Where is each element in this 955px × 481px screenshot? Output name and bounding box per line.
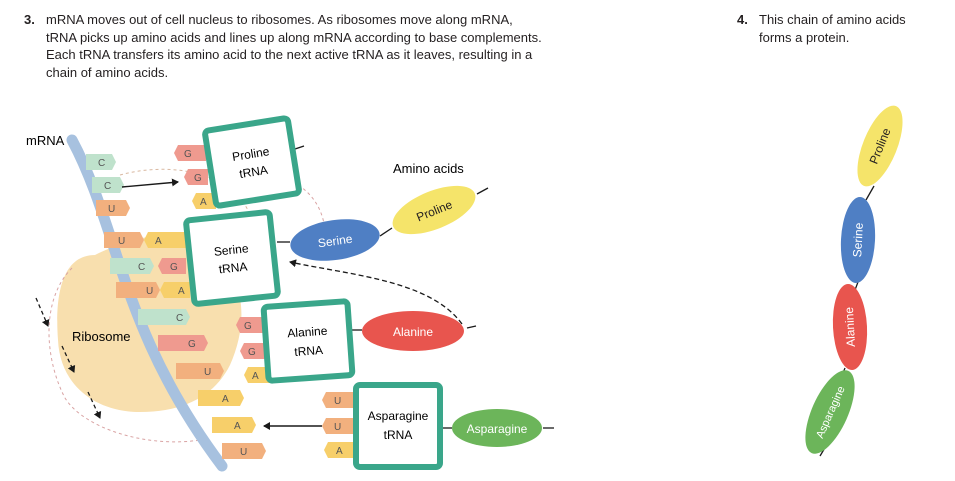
step-3-number: 3. bbox=[24, 12, 35, 27]
chain-serine: Serine bbox=[840, 197, 876, 283]
mrna-base: U bbox=[118, 236, 125, 247]
amino-acid-alanine-label: Alanine bbox=[393, 325, 433, 339]
trna-base: G bbox=[194, 173, 202, 184]
mrna-base: A bbox=[234, 421, 241, 432]
trna-base: A bbox=[252, 371, 259, 382]
mrna-base: C bbox=[176, 313, 183, 324]
trna-proline-name: Proline bbox=[231, 144, 270, 164]
mrna-base: C bbox=[104, 181, 111, 192]
amino-acid-alanine: Alanine bbox=[362, 311, 464, 351]
ribosome-label: Ribosome bbox=[72, 329, 131, 344]
trna-asparagine-label: tRNA bbox=[384, 428, 413, 442]
incoming-trna-arrow bbox=[121, 178, 179, 188]
mrna-base: C bbox=[138, 262, 145, 273]
trna-base: A bbox=[155, 236, 162, 247]
trna-bases: G G A A G A G G A U U A bbox=[144, 145, 354, 458]
chain-serine-label: Serine bbox=[850, 222, 866, 258]
trna-base: A bbox=[178, 286, 185, 297]
amino-acid-asparagine: Asparagine bbox=[452, 409, 542, 447]
trna-proline: Proline tRNA bbox=[202, 115, 302, 209]
trna-serine-label: tRNA bbox=[218, 259, 248, 276]
trna-alanine-name: Alanine bbox=[287, 324, 328, 341]
chain-asparagine: Asparagine bbox=[805, 370, 855, 454]
step-4-line-1: This chain of amino acids bbox=[759, 12, 906, 27]
mrna-base: U bbox=[204, 367, 211, 378]
mrna-base: U bbox=[146, 286, 153, 297]
trna-alanine: Alanine tRNA bbox=[260, 298, 356, 384]
amino-acid-serine-label: Serine bbox=[317, 232, 354, 251]
step-4-text: This chain of amino acids forms a protei… bbox=[759, 11, 949, 46]
step-3-line-2: tRNA picks up amino acids and lines up a… bbox=[46, 29, 542, 45]
trna-serine: Serine tRNA bbox=[183, 209, 281, 307]
trna-serine-name: Serine bbox=[213, 241, 249, 259]
trna-base: A bbox=[200, 197, 207, 208]
protein-chain: Proline Serine Alanine Asparagine bbox=[805, 105, 903, 457]
mrna-base: U bbox=[108, 204, 115, 215]
trna-alanine-label: tRNA bbox=[294, 343, 324, 359]
step-4-number: 4. bbox=[737, 12, 748, 27]
step-4-line-2: forms a protein. bbox=[759, 29, 850, 45]
trna-base: U bbox=[334, 422, 341, 433]
trna-asparagine: Asparagine tRNA bbox=[353, 382, 443, 470]
chain-alanine-label: Alanine bbox=[842, 306, 858, 347]
trna-base: G bbox=[170, 262, 178, 273]
trna-base: G bbox=[248, 347, 256, 358]
trna-asparagine-name: Asparagine bbox=[368, 409, 429, 423]
mrna-base: G bbox=[188, 339, 196, 350]
trna-base: G bbox=[244, 321, 252, 332]
chain-proline: Proline bbox=[857, 105, 903, 187]
step-3-line-1: mRNA moves out of cell nucleus to riboso… bbox=[46, 12, 513, 27]
mrna-bases: C C U U C U C G U A A U bbox=[86, 154, 266, 459]
trna-base: G bbox=[184, 149, 192, 160]
trna-base: U bbox=[334, 396, 341, 407]
mrna-label: mRNA bbox=[26, 133, 65, 148]
step-3-line-3: Each tRNA transfers its amino acid to th… bbox=[46, 47, 533, 62]
step-3-text: mRNA moves out of cell nucleus to riboso… bbox=[46, 11, 676, 81]
amino-acids-label: Amino acids bbox=[393, 161, 464, 176]
amino-transfer-arrow bbox=[289, 259, 463, 325]
amino-acid-serine: Serine bbox=[290, 219, 380, 261]
chain-alanine: Alanine bbox=[832, 284, 868, 370]
mrna-base: U bbox=[240, 447, 247, 458]
trna-proline-label: tRNA bbox=[238, 163, 269, 181]
amino-acid-asparagine-label: Asparagine bbox=[467, 422, 528, 436]
mrna-base: C bbox=[98, 158, 105, 169]
trna-base: A bbox=[336, 446, 343, 457]
step-3-line-4: chain of amino acids. bbox=[46, 64, 169, 80]
mrna-base: A bbox=[222, 394, 229, 405]
amino-acid-proline: Proline bbox=[392, 185, 476, 235]
ribosome-motion-arrows bbox=[35, 297, 102, 419]
